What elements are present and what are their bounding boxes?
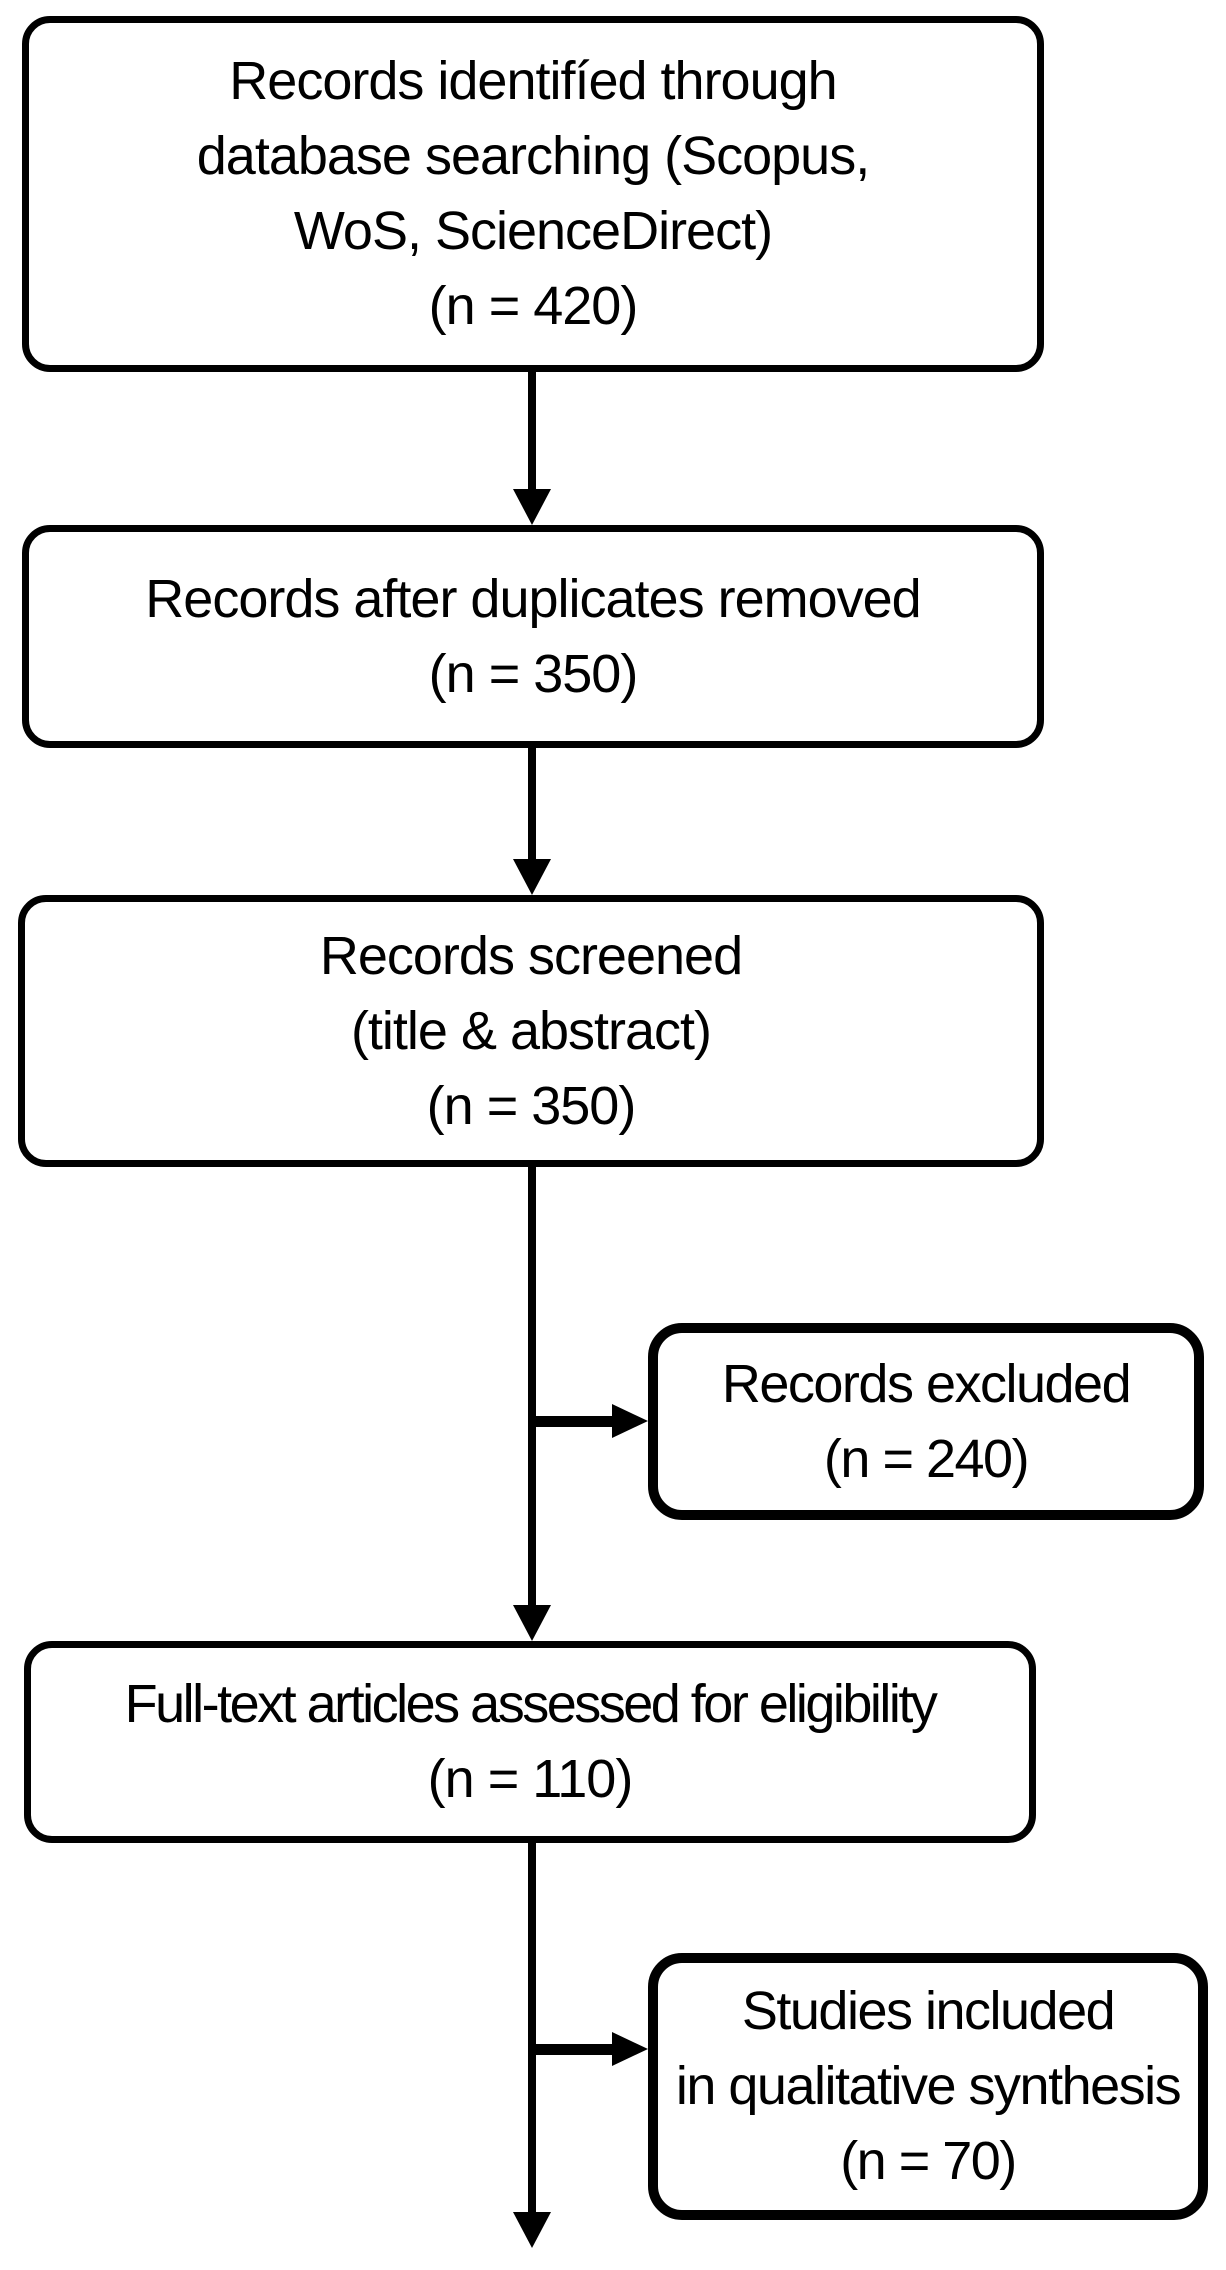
box-text-line: (n = 420) — [428, 276, 639, 336]
flow-arrow-3-shaft — [528, 1166, 536, 1605]
excluded-box: Records excluded (n = 240) — [648, 1323, 1204, 1520]
box-text-line: (n = 70) — [840, 2131, 1017, 2191]
excluded-branch-arrow-head — [612, 1404, 648, 1438]
box-text-line: WoS, ScienceDirect) — [293, 201, 773, 261]
box-text-line: Records after duplicates removed — [145, 568, 921, 629]
box-text-line: in qualitative synthesis — [675, 2056, 1182, 2116]
flow-arrow-1-head — [513, 489, 551, 525]
box-text-line: Studies included — [741, 1981, 1116, 2041]
identification-box: Records identifíed through database sear… — [22, 16, 1044, 372]
box-text-line: (n = 350) — [428, 643, 639, 704]
excluded-branch-arrow-shaft — [528, 1416, 614, 1427]
flow-arrow-4-head — [513, 2212, 551, 2248]
box-text-line: Full-text articles assessed for eligibil… — [124, 1674, 938, 1734]
eligibility-box: Full-text articles assessed for eligibil… — [24, 1641, 1036, 1843]
flow-arrow-4-shaft — [528, 1842, 536, 2214]
box-text-line: (n = 350) — [426, 1075, 637, 1136]
flow-arrow-2-shaft — [528, 747, 536, 859]
box-text-line: Records screened — [319, 925, 743, 986]
box-text-line: Records identifíed through — [229, 51, 837, 111]
flow-arrow-2-head — [513, 859, 551, 895]
screening-box: Records screened (title & abstract) (n =… — [18, 895, 1044, 1167]
box-text-line: (n = 240) — [823, 1428, 1030, 1489]
flow-arrow-1-shaft — [528, 371, 536, 491]
included-branch-arrow-head — [612, 2032, 648, 2066]
box-text-line: database searching (Scopus, — [196, 126, 870, 186]
flow-arrow-3-head — [513, 1605, 551, 1641]
box-text-line: (n = 110) — [427, 1749, 634, 1809]
included-branch-arrow-shaft — [528, 2044, 614, 2055]
included-box: Studies included in qualitative synthesi… — [648, 1953, 1208, 2220]
box-text-line: (title & abstract) — [350, 1000, 712, 1061]
deduplication-box: Records after duplicates removed (n = 35… — [22, 525, 1044, 748]
box-text-line: Records excluded — [721, 1353, 1132, 1414]
